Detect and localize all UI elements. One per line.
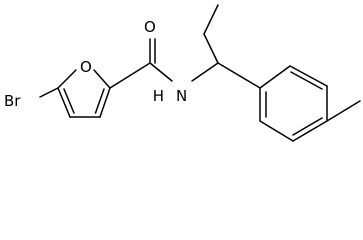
bond-ch2-ch3	[203, 4, 219, 35]
bond-ch-ch2	[203, 33, 219, 64]
carbonyl-oxygen-label: O	[144, 18, 156, 36]
bond-lines	[39, 4, 361, 142]
bromine-label: Br	[4, 92, 21, 110]
bond-c2-c3-inner	[94, 88, 105, 114]
bond-n-ch	[191, 62, 219, 82]
molecule-structure: Br O O N H	[4, 4, 361, 142]
bond-ar2-ar3-inner	[290, 71, 323, 90]
bond-o1-c2	[93, 69, 111, 89]
bond-ar2-ar3	[289, 65, 328, 87]
structure-canvas: Br O O N H	[4, 4, 361, 142]
bond-c4-c5	[57, 87, 71, 118]
bond-ar4-ar5-inner	[292, 117, 323, 136]
bond-ar5-ar6	[259, 120, 294, 142]
bond-c4-c5-inner	[63, 88, 75, 114]
bond-ar1-ar2	[259, 65, 291, 89]
bond-c2-carbonyl	[109, 62, 151, 89]
amide-hydrogen-label: H	[153, 87, 164, 105]
bond-br-c5	[39, 87, 59, 98]
bond-ar4-methyl	[326, 100, 361, 122]
atom-labels: Br O O N H	[4, 18, 187, 110]
bond-ar4-ar5	[292, 120, 328, 142]
bond-c5-o1	[57, 69, 77, 89]
amide-nitrogen-label: N	[176, 87, 187, 105]
bond-ch-aryl	[217, 62, 261, 89]
bond-carbonyl-n	[149, 62, 173, 82]
bond-c2-c3	[99, 87, 111, 118]
ring-oxygen-label: O	[80, 58, 92, 76]
